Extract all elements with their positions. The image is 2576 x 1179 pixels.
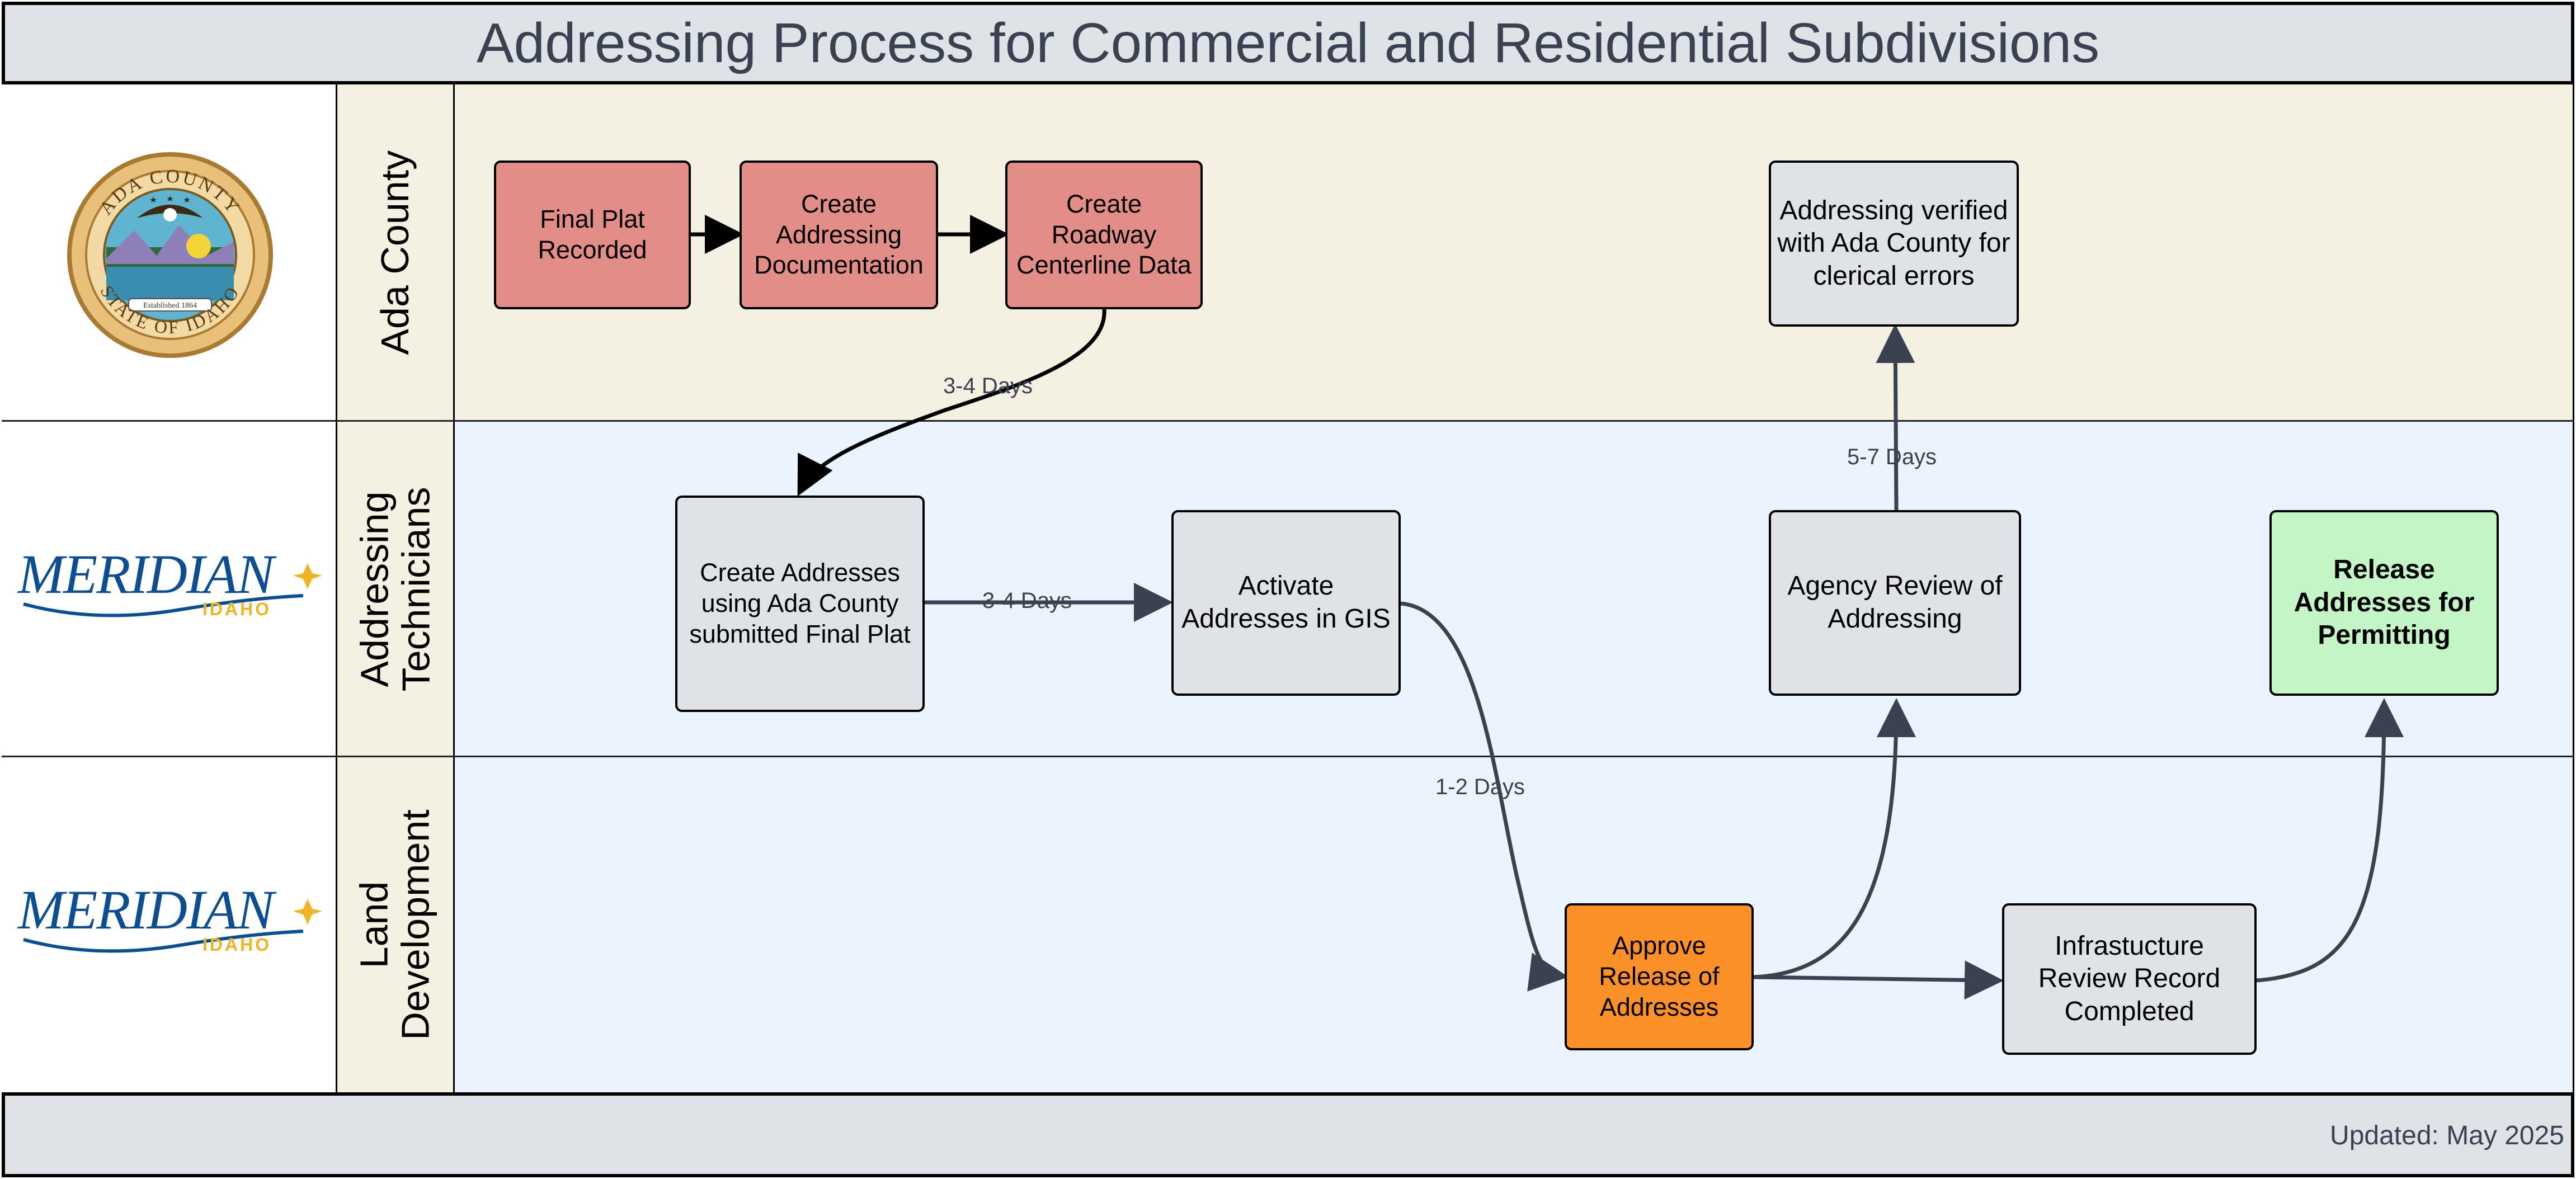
node-label: Addressing verified with Ada County for … [1777, 195, 2010, 291]
edge-label-create-to-activate: 3-4 Days [982, 588, 1072, 613]
lane-label-technicians: Addressing Technicians [352, 487, 437, 691]
node-approve-release: Approve Release of Addresses [1565, 903, 1754, 1050]
updated-date: Updated: May 2025 [2330, 1121, 2564, 1150]
meridian-wordmark: MERIDIAN [17, 879, 277, 941]
edge-label-agency-to-verified: 5-7 Days [1847, 445, 1937, 469]
node-final-plat-recorded: Final Plat Recorded [494, 161, 691, 309]
node-create-roadway-centerline: Create Roadway Centerline Data [1005, 161, 1203, 309]
node-label: Approve Release of Addresses [1599, 931, 1720, 1021]
lane-label-cell-land: Land Development [337, 757, 455, 1092]
node-addressing-verified: Addressing verified with Ada County for … [1769, 161, 2019, 327]
logo-cell-technicians [2, 421, 337, 757]
edge-label-activate-to-approve: 1-2 Days [1435, 775, 1525, 799]
lane-label-cell-ada: Ada County [337, 84, 455, 421]
node-activate-addresses-gis: Activate Addresses in GIS [1171, 510, 1401, 696]
node-label: Create Addressing Documentation [754, 189, 924, 280]
node-create-addresses: Create Addresses using Ada County submit… [675, 496, 925, 712]
logo-cell-land [2, 757, 337, 1092]
lane-label-cell-technicians: Addressing Technicians [337, 421, 455, 757]
meridian-logo-icon: MERIDIAN IDAHO [17, 543, 322, 619]
footer-bar: Updated: May 2025 [2, 1092, 2574, 1177]
seal-banner: Established 1864 [143, 301, 197, 310]
node-label: Release Addresses for Permitting [2294, 555, 2475, 650]
node-release-addresses: Release Addresses for Permitting [2269, 510, 2499, 696]
node-create-addressing-documentation: Create Addressing Documentation [740, 161, 938, 309]
meridian-sub: IDAHO [202, 935, 271, 955]
lane-label-land: Land Development [352, 809, 437, 1040]
edge-label-centerline-to-create: 3-4 Days [943, 374, 1033, 398]
lane-divider [2, 420, 2574, 422]
node-label: Create Roadway Centerline Data [1016, 189, 1192, 280]
node-label: Agency Review of Addressing [1787, 571, 2003, 634]
lane-label-ada: Ada County [373, 150, 417, 355]
node-label: Final Plat Recorded [538, 205, 647, 264]
meridian-wordmark: MERIDIAN [17, 543, 277, 605]
node-infrastructure-review: Infrastucture Review Record Completed [2002, 903, 2257, 1055]
lane-divider [2, 756, 2574, 757]
ada-county-seal-icon: Established 1864 ADA COUNTY STATE OF IDA… [67, 152, 273, 358]
title-bar: Addressing Process for Commercial and Re… [2, 2, 2574, 84]
diagram-title: Addressing Process for Commercial and Re… [476, 11, 2100, 74]
node-label: Infrastucture Review Record Completed [2038, 931, 2221, 1026]
meridian-sub: IDAHO [202, 599, 271, 619]
node-label: Create Addresses using Ada County submit… [689, 558, 911, 648]
node-agency-review: Agency Review of Addressing [1769, 510, 2021, 696]
node-label: Activate Addresses in GIS [1181, 571, 1391, 634]
meridian-logo-icon: MERIDIAN IDAHO [17, 879, 322, 955]
